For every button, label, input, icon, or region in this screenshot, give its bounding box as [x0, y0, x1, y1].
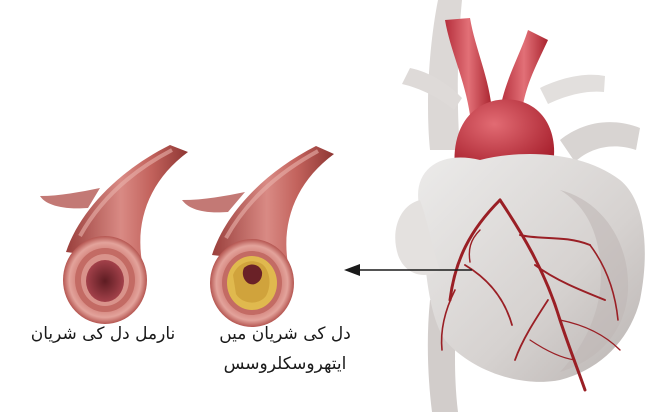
heart-illustration — [395, 0, 645, 412]
normal-artery-illustration — [40, 145, 188, 324]
atherosclerosis-label-line1: دل کی شریان میں — [200, 322, 370, 347]
normal-artery-label: نارمل دل کی شریان — [8, 322, 198, 347]
atherosclerotic-artery-illustration — [182, 146, 334, 327]
atherosclerosis-label-line2: ایتھروسکلروسس — [200, 352, 370, 377]
